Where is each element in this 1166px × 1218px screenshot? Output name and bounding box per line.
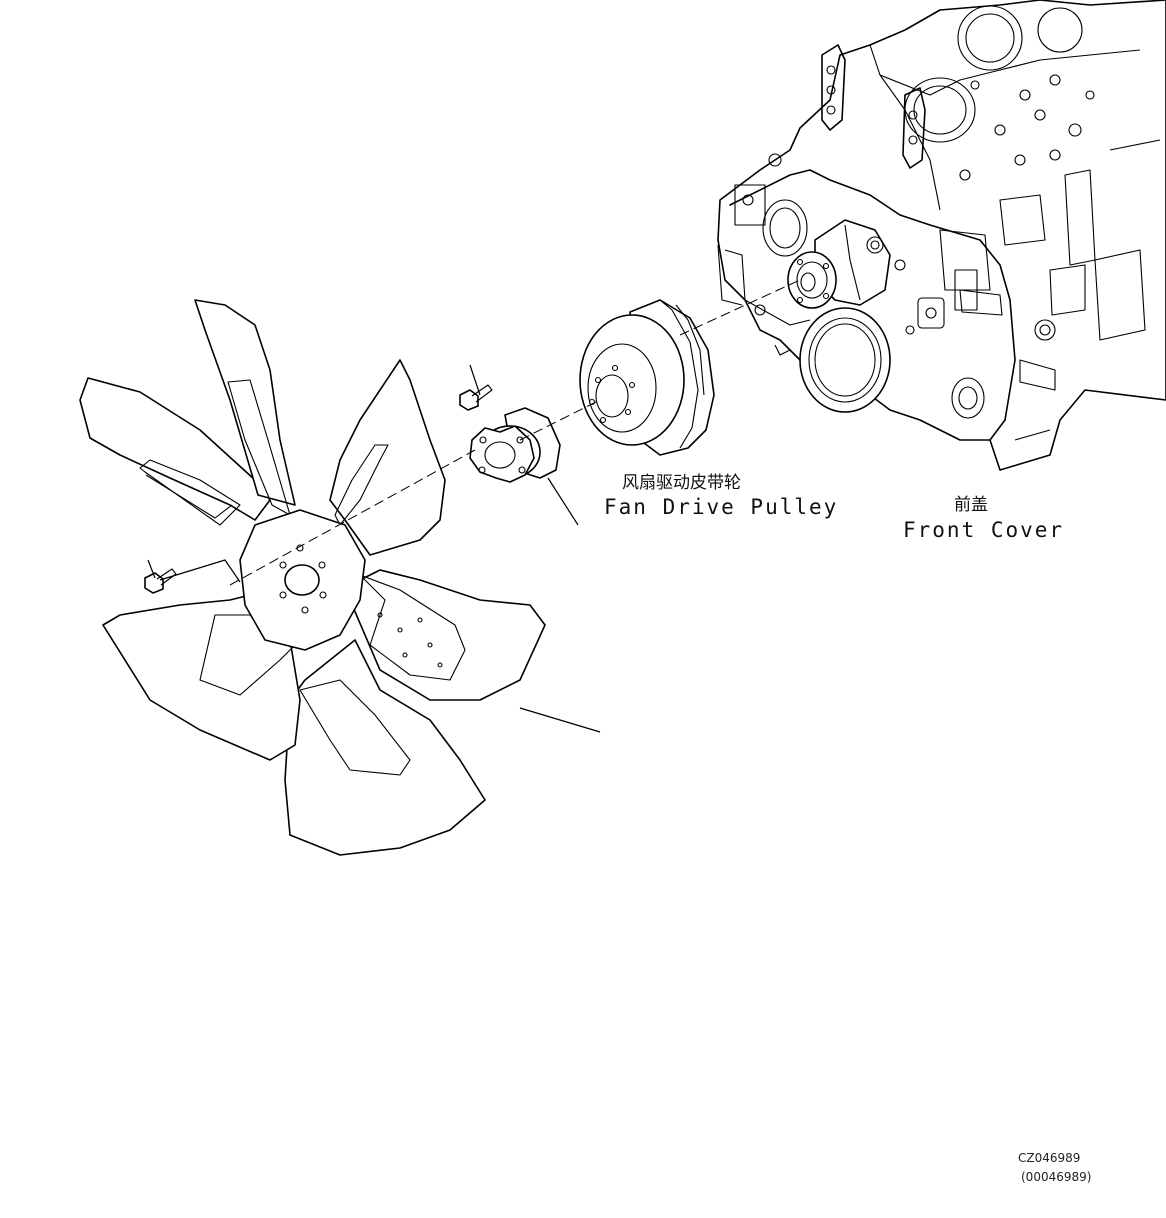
engine-front-cover xyxy=(717,0,1166,471)
fan-drive-pulley-label-cn: 风扇驱动皮带轮 xyxy=(622,473,741,493)
bolt-lower xyxy=(144,568,177,594)
fan-spacer-hub xyxy=(469,407,561,483)
figure-code: CZ046989 xyxy=(1018,1151,1081,1165)
front-cover-label-en: Front Cover xyxy=(903,518,1065,542)
front-cover-label-cn: 前盖 xyxy=(954,495,988,515)
fan-drive-pulley xyxy=(579,299,715,456)
assembly-center-lines xyxy=(147,279,801,733)
figure-reference-code: (00046989) xyxy=(1021,1170,1092,1184)
cooling-fan xyxy=(79,299,546,856)
fan-drive-pulley-label-en: Fan Drive Pulley xyxy=(604,495,839,519)
bolt-upper xyxy=(459,384,493,411)
